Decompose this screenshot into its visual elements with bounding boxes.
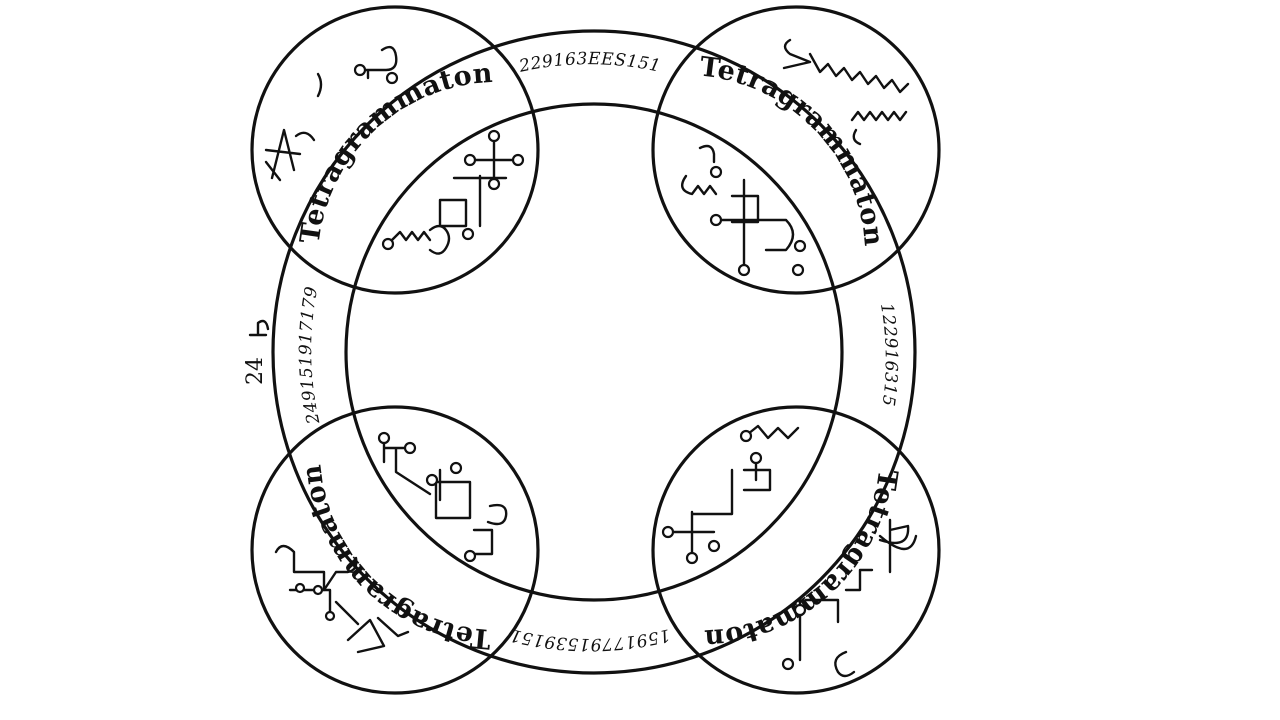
corner-word-top-left: Tetragrammaton <box>295 58 494 246</box>
inner-ring <box>346 104 842 600</box>
corner-circle-bottom-right <box>653 407 939 693</box>
band-numbers-top: 1229163EES1513 <box>0 0 662 77</box>
side-mark: 24 <box>243 321 268 385</box>
band-numbers-left: 1224915191717917 <box>0 0 324 427</box>
band-numbers-right: 122916315 <box>876 302 901 408</box>
corner-word-bottom-left: Tetragrammaton <box>296 463 492 655</box>
seal-bottom-right-icon <box>663 426 916 676</box>
corner-word-top-right: Tetragrammaton <box>698 51 889 247</box>
svg-text:24: 24 <box>243 357 268 385</box>
